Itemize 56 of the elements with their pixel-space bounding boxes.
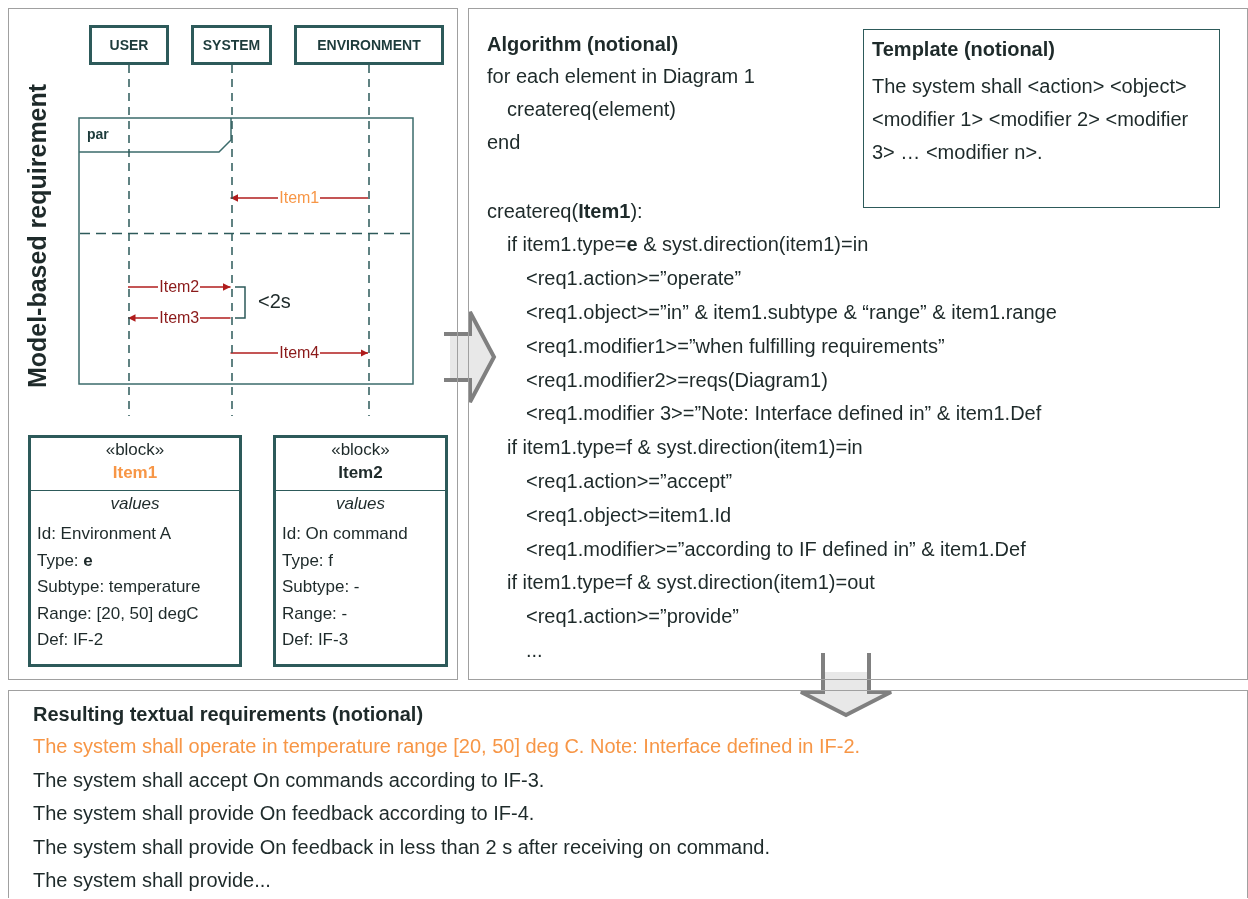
block-arrow bbox=[442, 310, 496, 404]
code-line: if item1.type=f & syst.direction(item1)=out bbox=[507, 571, 875, 594]
code-line: end bbox=[487, 131, 521, 154]
block-box bbox=[28, 435, 242, 667]
code-line: ... bbox=[526, 639, 543, 662]
code-line: for each element in Diagram 1 bbox=[487, 65, 755, 88]
block-name: Item2 bbox=[337, 463, 384, 483]
compartment-label: values bbox=[109, 494, 161, 514]
code-line: <req1.modifier>=”according to IF defined in” & item1.Def bbox=[526, 538, 1026, 561]
property-text: Range: - bbox=[282, 603, 348, 624]
requirement-text: The system shall operate in temperature range [20, 50] deg C. Note: Interface defined in IF-2. bbox=[33, 735, 861, 758]
property-text: Type: f bbox=[282, 550, 334, 571]
property-text: Id: Environment A bbox=[37, 524, 172, 544]
compartment-label: values bbox=[334, 494, 387, 514]
fragment-operator: par bbox=[87, 126, 109, 142]
code-line: <req1.modifier2>=reqs(Diagram1) bbox=[526, 369, 828, 392]
requirement-text: The system shall accept On commands according to IF-3. bbox=[33, 768, 545, 792]
lifeline-name: SYSTEM bbox=[202, 37, 261, 53]
panel-heading: Resulting textual requirements (notional) bbox=[33, 703, 424, 726]
block-box bbox=[273, 435, 448, 667]
property-text: Def: IF-2 bbox=[37, 630, 104, 650]
panel-heading: Algorithm (notional) bbox=[487, 33, 679, 56]
code-line: createreq(element) bbox=[507, 98, 676, 121]
code-line: if item1.type=e & syst.direction(item1)=in bbox=[507, 233, 869, 256]
requirement-text: The system shall provide On feedback in less than 2 s after receiving on command. bbox=[33, 835, 771, 859]
block-name: Item1 bbox=[111, 463, 159, 483]
property-text: Subtype: temperature bbox=[37, 577, 201, 597]
code-line: createreq(Item1): bbox=[487, 200, 643, 223]
results-panel bbox=[8, 690, 1248, 898]
code-line: <req1.object>=”in” & item1.subtype & “range” & item1.range bbox=[526, 301, 1057, 324]
code-line: <req1.object>=item1.Id bbox=[526, 504, 732, 527]
diagram-panel bbox=[8, 8, 458, 680]
template-text: The system shall <action> <object> <modifier 1> <modifier 2> <modifier 3> … <modifier n>. bbox=[872, 74, 1190, 165]
template-box bbox=[863, 29, 1220, 208]
requirement-text: The system shall provide On feedback according to IF-4. bbox=[33, 802, 535, 825]
panel-heading: Template (notional) bbox=[872, 38, 1055, 61]
requirement-text: The system shall provide... bbox=[33, 869, 271, 892]
property-text: Subtype: - bbox=[282, 577, 360, 597]
property-text: Type: e bbox=[37, 550, 93, 571]
property-text: Def: IF-3 bbox=[282, 630, 349, 650]
property-text: Range: [20, 50] degC bbox=[37, 603, 199, 624]
code-line: <req1.action>=”accept” bbox=[526, 470, 733, 493]
lifeline-name: ENVIRONMENT bbox=[317, 37, 421, 53]
algorithm-panel bbox=[468, 8, 1248, 680]
stereotype-label: «block» bbox=[330, 440, 391, 460]
code-line: <req1.action>=”provide” bbox=[526, 605, 739, 628]
stereotype-label: «block» bbox=[104, 440, 166, 460]
code-line: <req1.modifier 3>=”Note: Interface defined in” & item1.Def bbox=[526, 402, 1042, 425]
panel-heading: Model-based requirement bbox=[23, 83, 52, 389]
block-arrow bbox=[799, 651, 893, 717]
code-line: if item1.type=f & syst.direction(item1)=in bbox=[507, 436, 863, 459]
code-line: <req1.action>=”operate” bbox=[526, 267, 742, 290]
code-line: <req1.modifier1>=”when fulfilling requirements” bbox=[526, 335, 945, 358]
lifeline-name: USER bbox=[109, 37, 149, 53]
property-text: Id: On command bbox=[282, 524, 408, 544]
timing-label: <2s bbox=[258, 290, 291, 313]
